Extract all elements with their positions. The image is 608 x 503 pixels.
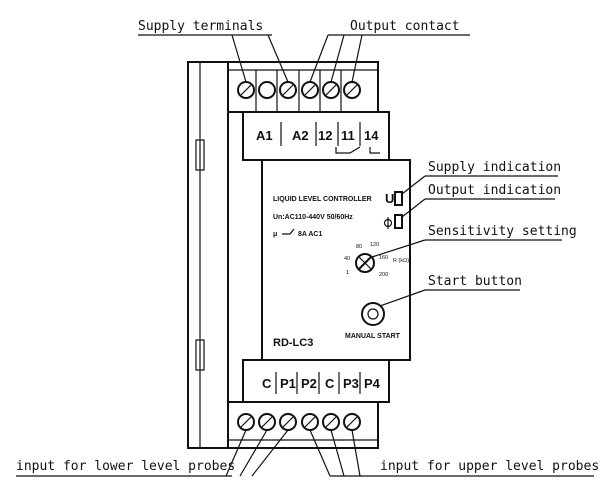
bottom-terminal-labels: C P1 P2 C P3 P4 (262, 372, 381, 394)
svg-text:120: 120 (370, 242, 379, 248)
start-button-label: Start button (428, 274, 522, 289)
top-screw-a1 (237, 81, 255, 99)
terminal-a2: A2 (292, 128, 309, 143)
sensitivity-dial[interactable]: 1 40 80 120 160 200 R (kΩ) (344, 242, 409, 278)
bottom-screw-c-lower (237, 413, 255, 431)
terminal-p1: P1 (280, 376, 296, 391)
manual-start-label: MANUAL START (345, 333, 401, 340)
top-screw-12 (301, 81, 319, 99)
output-contact-label: Output contact (350, 19, 460, 34)
callout-lower-probes: input for lower level probes (16, 429, 289, 477)
output-indication-label: Output indication (428, 183, 561, 198)
callout-output-indication: Output indication (401, 183, 561, 218)
model-name: RD-LC3 (273, 337, 313, 349)
terminal-c-lower: C (262, 376, 272, 391)
mu-symbol: μ (273, 231, 277, 238)
faceplate: LIQUID LEVEL CONTROLLER Un:AC110-440V 50… (273, 191, 409, 349)
terminal-p4: P4 (364, 376, 381, 391)
callout-start-button: Start button (379, 274, 522, 307)
bottom-screws (237, 413, 361, 431)
callout-upper-probes: input for upper level probes (309, 429, 599, 477)
callout-supply-terminals: Supply terminals (138, 19, 289, 83)
svg-text:40: 40 (344, 256, 350, 262)
terminal-p2: P2 (301, 376, 317, 391)
callout-output-contact: Output contact (309, 19, 470, 83)
contact-rating: 8A AC1 (298, 231, 322, 238)
terminal-p3: P3 (343, 376, 359, 391)
top-screw-14 (343, 81, 361, 99)
terminal-c-upper: C (325, 376, 335, 391)
svg-text:200: 200 (379, 272, 388, 278)
output-led-icon (394, 214, 403, 229)
voltage-rating: Un:AC110-440V 50/60Hz (273, 214, 353, 221)
top-screw-11 (322, 81, 340, 99)
terminal-14: 14 (364, 128, 379, 143)
manual-start-button[interactable] (361, 302, 385, 326)
bottom-screw-p4 (343, 413, 361, 431)
top-screw-a2 (279, 81, 297, 99)
terminal-11: 11 (341, 128, 355, 143)
relay-contact-symbol (335, 146, 361, 154)
svg-text:160: 160 (379, 255, 388, 261)
supply-terminals-label: Supply terminals (138, 19, 263, 34)
svg-text:80: 80 (356, 244, 362, 250)
dial-unit: R (kΩ) (393, 258, 409, 264)
bottom-screw-p2 (279, 413, 297, 431)
supply-led-icon (394, 191, 403, 206)
lower-probes-label: input for lower level probes (16, 459, 235, 474)
supply-indication-label: Supply indication (428, 160, 561, 175)
svg-text:1: 1 (346, 270, 349, 276)
bottom-screw-p1 (258, 413, 276, 431)
device-title: LIQUID LEVEL CONTROLLER (273, 196, 372, 203)
sensitivity-setting-label: Sensitivity setting (428, 224, 577, 239)
top-terminal-block (227, 61, 379, 113)
terminal-a1: A1 (256, 128, 273, 143)
callout-supply-indication: Supply indication (401, 160, 561, 195)
bottom-screw-p3 (322, 413, 340, 431)
relay-coil-icon (383, 217, 393, 229)
bottom-screw-c-upper (301, 413, 319, 431)
upper-probes-label: input for upper level probes (380, 459, 599, 474)
terminal-12: 12 (318, 128, 332, 143)
top-screw-blank (258, 81, 276, 99)
callout-sensitivity-setting: Sensitivity setting (371, 224, 577, 258)
top-terminal-labels: A1 A2 12 11 14 (256, 122, 380, 154)
supply-u-symbol: U (385, 191, 394, 206)
housing (187, 61, 411, 449)
